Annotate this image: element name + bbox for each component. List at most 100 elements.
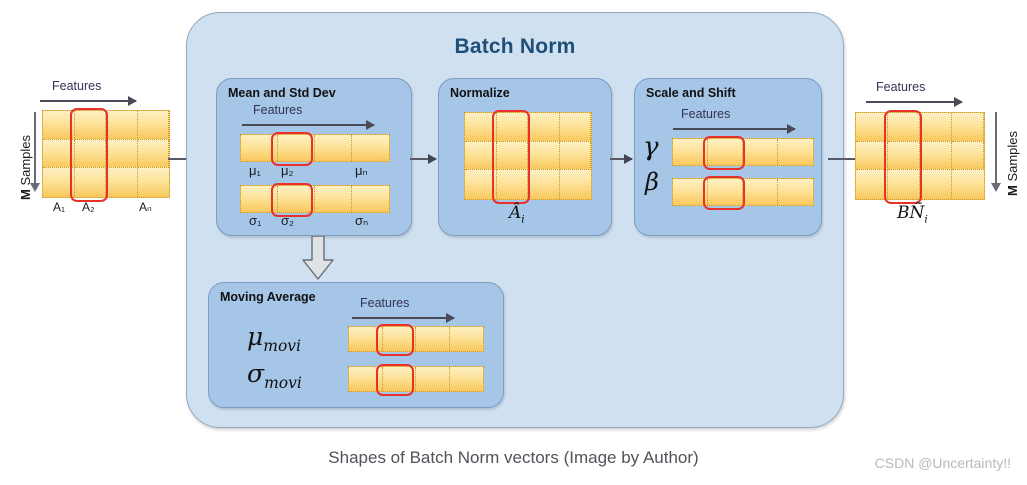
panel-mean-title: Mean and Std Dev: [228, 86, 336, 100]
matrix-cell: [74, 168, 106, 197]
input-col-label-1: A₁: [53, 200, 66, 214]
matrix-cell: [465, 141, 497, 171]
matrix-cell: [920, 141, 952, 171]
matrix-cell: [920, 113, 952, 142]
matrix-cell: [352, 186, 389, 212]
matrix-cell: [315, 186, 352, 212]
matrix-cell: [952, 141, 984, 171]
panel-moving-average-title: Moving Average: [220, 290, 316, 304]
matrix-cell: [137, 168, 169, 197]
matrix-cell: [559, 170, 591, 199]
matrix-cell: [778, 139, 813, 165]
mu-moving-vector: [348, 326, 484, 352]
mu-label-n: μₙ: [355, 163, 368, 178]
matrix-cell: [278, 186, 315, 212]
matrix-cell: [43, 139, 75, 169]
normalize-output-label: Âi: [509, 203, 525, 226]
matrix-cell: [465, 170, 497, 199]
matrix-cell: [888, 170, 920, 199]
moving-features-arrow: [352, 313, 455, 323]
sigma-moving-vector: [348, 366, 484, 392]
normalize-matrix: [464, 112, 592, 200]
matrix-cell: [952, 170, 984, 199]
sigma-label-1: σ₁: [249, 213, 262, 228]
matrix-cell: [496, 170, 528, 199]
down-block-arrow-icon: [302, 235, 334, 285]
gamma-symbol: γ: [643, 132, 659, 162]
input-samples-text: Samples: [18, 134, 33, 190]
gamma-vector: [672, 138, 814, 166]
matrix-cell: [137, 111, 169, 140]
connector-mean-to-normalize: [410, 154, 437, 164]
matrix-cell: [465, 113, 497, 142]
matrix-cell: [74, 111, 106, 140]
figure-caption: Shapes of Batch Norm vectors (Image by A…: [328, 448, 699, 467]
sigma-vector: [240, 185, 390, 213]
matrix-cell: [106, 168, 138, 197]
matrix-cell: [856, 141, 888, 171]
mean-features-label: Features: [253, 103, 303, 117]
watermark: CSDN @Uncertainty!!: [874, 455, 1011, 471]
scale-features-arrow: [673, 124, 796, 134]
matrix-cell: [416, 327, 450, 351]
matrix-cell: [528, 113, 560, 142]
output-samples-text: Samples: [1005, 130, 1020, 186]
matrix-cell: [673, 139, 708, 165]
output-features-label: Features: [876, 80, 926, 94]
mu-vector: [240, 134, 390, 162]
matrix-cell: [43, 111, 75, 140]
output-matrix: [855, 112, 985, 200]
mu-label-1: μ₁: [249, 163, 261, 178]
matrix-cell: [278, 135, 315, 161]
matrix-cell: [708, 179, 743, 205]
matrix-cell: [352, 135, 389, 161]
matrix-cell: [778, 179, 813, 205]
matrix-cell: [856, 170, 888, 199]
matrix-cell: [416, 367, 450, 391]
matrix-cell: [43, 168, 75, 197]
moving-features-label: Features: [360, 296, 410, 310]
matrix-cell: [528, 141, 560, 171]
panel-normalize-title: Normalize: [450, 86, 510, 100]
input-samples-arrow: [30, 112, 40, 192]
matrix-cell: [559, 141, 591, 171]
input-matrix: [42, 110, 170, 198]
input-features-arrow: [40, 96, 137, 106]
output-samples-arrow: [991, 112, 1001, 192]
matrix-cell: [496, 141, 528, 171]
matrix-cell: [920, 170, 952, 199]
batch-norm-title: Batch Norm: [454, 35, 576, 58]
input-features-label: Features: [52, 79, 102, 93]
mean-features-arrow: [242, 120, 375, 130]
matrix-cell: [496, 113, 528, 142]
mu-moving-label: μmovi: [247, 322, 301, 355]
matrix-cell: [74, 139, 106, 169]
matrix-cell: [743, 139, 778, 165]
matrix-cell: [743, 179, 778, 205]
matrix-cell: [349, 367, 383, 391]
matrix-cell: [106, 139, 138, 169]
connector-normalize-to-scale: [610, 154, 633, 164]
matrix-cell: [382, 367, 416, 391]
beta-symbol: β: [645, 168, 659, 196]
scale-features-label: Features: [681, 107, 731, 121]
matrix-cell: [349, 327, 383, 351]
matrix-cell: [449, 367, 483, 391]
matrix-cell: [673, 179, 708, 205]
sigma-moving-label: σmovi: [247, 359, 302, 392]
matrix-cell: [952, 113, 984, 142]
matrix-cell: [382, 327, 416, 351]
output-label: BÑi: [897, 203, 928, 226]
matrix-cell: [708, 139, 743, 165]
matrix-cell: [528, 170, 560, 199]
matrix-cell: [241, 135, 278, 161]
matrix-cell: [106, 111, 138, 140]
matrix-cell: [137, 139, 169, 169]
matrix-cell: [559, 113, 591, 142]
input-col-label-n: Aₙ: [139, 200, 152, 214]
output-samples-label: M Samples: [1005, 131, 1020, 196]
matrix-cell: [888, 141, 920, 171]
matrix-cell: [241, 186, 278, 212]
mu-label-2: μ₂: [281, 163, 294, 178]
